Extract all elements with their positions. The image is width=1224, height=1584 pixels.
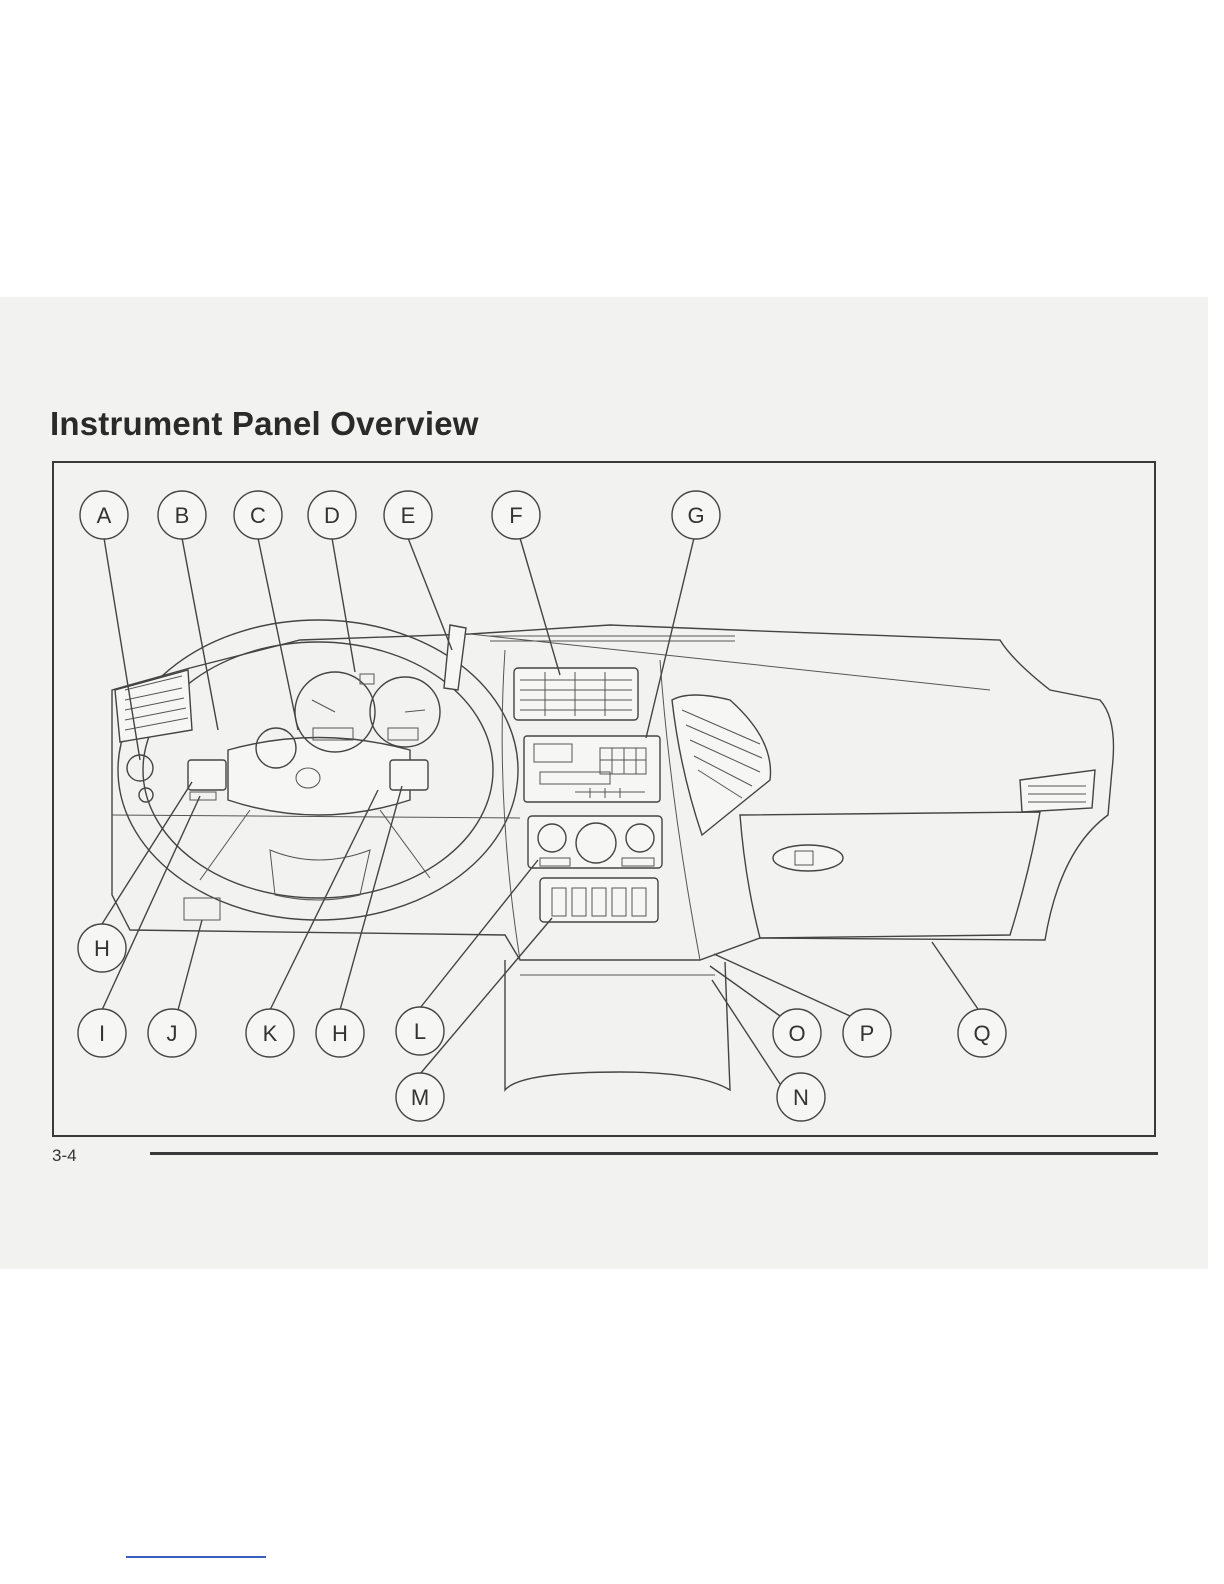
callout-label: H <box>94 936 110 961</box>
callout-i: I <box>78 1009 126 1057</box>
callout-m: M <box>396 1073 444 1121</box>
callout-q: Q <box>958 1009 1006 1057</box>
callout-label: F <box>509 503 522 528</box>
callout-label: L <box>414 1019 426 1044</box>
footer-rule <box>150 1152 1158 1155</box>
callout-label: I <box>99 1021 105 1046</box>
callout-label: P <box>860 1021 875 1046</box>
callout-a: A <box>80 491 128 539</box>
page-number: 3-4 <box>52 1146 77 1166</box>
callout-h-left: H <box>78 924 126 972</box>
callout-label: O <box>788 1021 805 1046</box>
callout-h-right: H <box>316 1009 364 1057</box>
callout-f: F <box>492 491 540 539</box>
callout-label: H <box>332 1021 348 1046</box>
callout-label: J <box>167 1021 178 1046</box>
callout-k: K <box>246 1009 294 1057</box>
callout-c: C <box>234 491 282 539</box>
callout-label: C <box>250 503 266 528</box>
callout-label: A <box>97 503 112 528</box>
callout-label: B <box>175 503 190 528</box>
callout-j: J <box>148 1009 196 1057</box>
callout-b: B <box>158 491 206 539</box>
callout-label: K <box>263 1021 278 1046</box>
callout-label: Q <box>973 1021 990 1046</box>
callout-label: E <box>401 503 416 528</box>
callout-e: E <box>384 491 432 539</box>
callout-label: M <box>411 1085 429 1110</box>
callout-label: D <box>324 503 340 528</box>
callout-leader-lines <box>102 538 980 1084</box>
callout-n: N <box>777 1073 825 1121</box>
callout-p: P <box>843 1009 891 1057</box>
callout-d: D <box>308 491 356 539</box>
callout-g: G <box>672 491 720 539</box>
callout-label: N <box>793 1085 809 1110</box>
bottom-link-underline[interactable] <box>126 1556 266 1558</box>
callout-o: O <box>773 1009 821 1057</box>
callout-l: L <box>396 1007 444 1055</box>
callout-label: G <box>687 503 704 528</box>
